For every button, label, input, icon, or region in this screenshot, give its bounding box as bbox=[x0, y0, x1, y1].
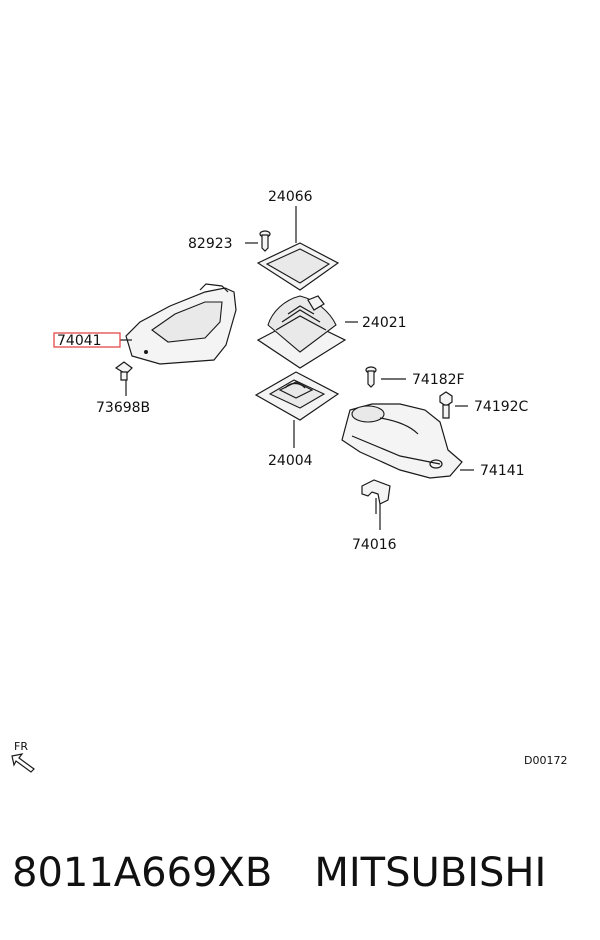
callout-74182F: 74182F bbox=[412, 372, 465, 388]
part-24066-gasket: 24066 bbox=[256, 189, 340, 291]
arrow-front-icon bbox=[11, 753, 35, 773]
part-74182F-screw: 74182F bbox=[365, 366, 465, 388]
part-82923-screw: 82923 bbox=[188, 230, 271, 252]
part-74041-console-cover: 74041 bbox=[53, 283, 237, 365]
part-24004-inner-boot: 24004 bbox=[254, 371, 340, 469]
callout-74192C: 74192C bbox=[474, 399, 529, 415]
part-74141-console-base: 74141 bbox=[341, 403, 525, 479]
callout-74041: 74041 bbox=[57, 333, 102, 349]
callout-24066: 24066 bbox=[268, 189, 313, 205]
part-73698B-clip: 73698B bbox=[96, 361, 150, 416]
callout-74016: 74016 bbox=[352, 537, 397, 553]
front-direction-indicator: FR bbox=[11, 740, 35, 773]
footer-caption: 8011A669XB MITSUBISHI bbox=[12, 838, 592, 908]
callout-74141: 74141 bbox=[480, 463, 525, 479]
diagram-code: D00172 bbox=[524, 754, 567, 767]
fr-label: FR bbox=[14, 740, 28, 753]
callout-82923: 82923 bbox=[188, 236, 233, 252]
part-74192C-bolt: 74192C bbox=[439, 391, 529, 419]
part-number: 8011A669XB bbox=[12, 850, 273, 896]
highlight-box-74041 bbox=[53, 332, 121, 348]
exploded-parts-diagram: 24066 82923 24021 7404 bbox=[11, 189, 567, 773]
callout-24004: 24004 bbox=[268, 453, 313, 469]
brand-name: MITSUBISHI bbox=[314, 850, 547, 896]
part-24021-shift-boot: 24021 bbox=[256, 295, 407, 369]
callout-24021: 24021 bbox=[362, 315, 407, 331]
callout-73698B: 73698B bbox=[96, 400, 150, 416]
part-74016-bracket: 74016 bbox=[352, 479, 397, 553]
